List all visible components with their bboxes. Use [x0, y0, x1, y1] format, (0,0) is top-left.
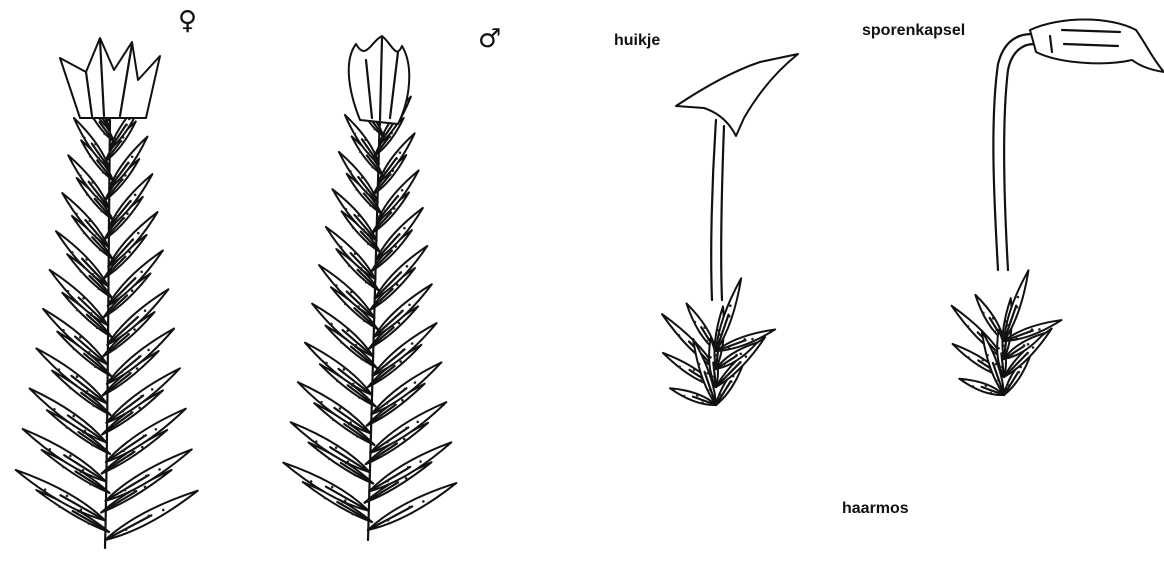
- label-species-name: haarmos: [842, 500, 909, 518]
- male-apical-bud: [349, 36, 409, 124]
- label-calyptra: huikje: [614, 32, 660, 50]
- leaf-rosette-right: [952, 270, 1062, 395]
- sporophyte-with-capsule: [952, 20, 1164, 396]
- female-apical-rosette: [60, 38, 160, 118]
- seta-left: [711, 120, 716, 300]
- male-moss-plant: [283, 36, 456, 540]
- seta-right: [993, 34, 1032, 270]
- female-moss-plant: [16, 38, 198, 548]
- male-leaves: [283, 78, 456, 530]
- sporophyte-with-calyptra: [662, 54, 798, 405]
- label-capsule: sporenkapsel: [862, 22, 965, 40]
- male-symbol: ♂: [478, 26, 501, 52]
- calyptra: [676, 54, 798, 136]
- female-symbol: ♀: [178, 8, 197, 34]
- female-leaves: [16, 81, 198, 540]
- leaf-rosette-left: [662, 278, 775, 405]
